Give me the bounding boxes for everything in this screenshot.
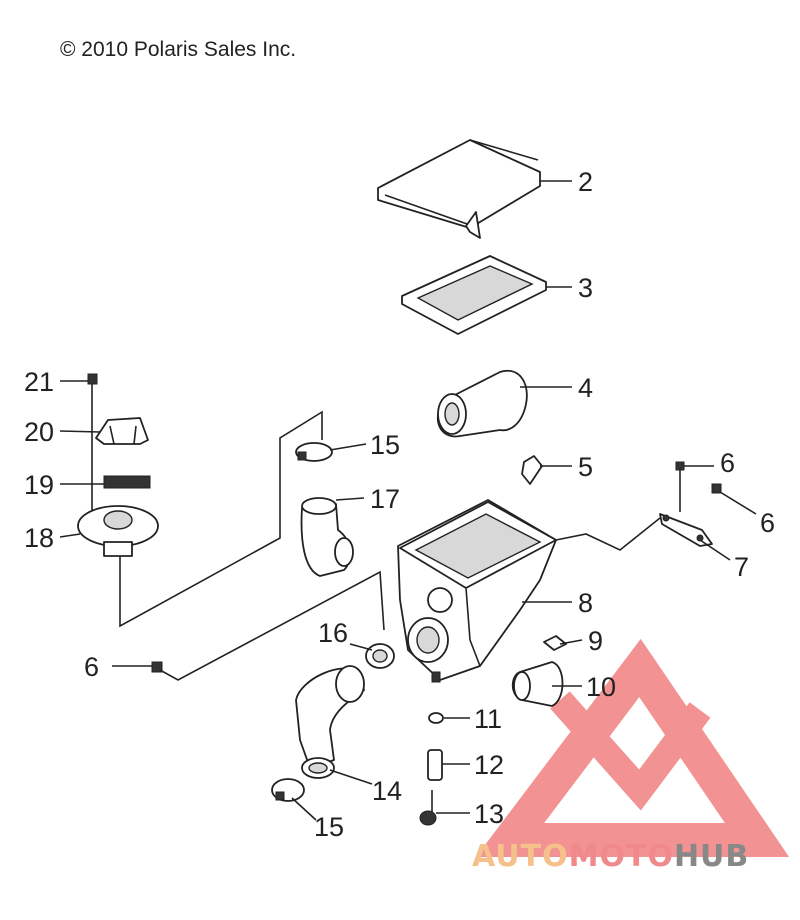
callout-6-top: 6 [720, 448, 735, 478]
callout-14: 14 [372, 776, 402, 806]
part-16-clamp [365, 643, 395, 669]
callout-6-right: 6 [760, 508, 775, 538]
callout-11: 11 [474, 704, 502, 734]
watermark-text: AUTOMOTOHUB [472, 839, 749, 874]
callout-15-upper: 15 [370, 430, 400, 460]
part-6-screw-right [711, 483, 722, 494]
watermark-hub: HUB [674, 839, 749, 874]
part-21-screw [87, 373, 98, 520]
callout-15-lower: 15 [314, 812, 344, 842]
callout-19: 19 [24, 470, 54, 500]
callout-13: 13 [474, 799, 504, 829]
callout-5: 5 [578, 452, 593, 482]
part-6-screw-top [675, 461, 685, 512]
callout-8: 8 [578, 588, 593, 618]
callout-17: 17 [370, 484, 400, 514]
part-12-drain-tube [427, 749, 443, 781]
part-4-prefilter [436, 369, 528, 438]
part-17-elbow [300, 497, 354, 577]
watermark-moto: MOTO [569, 839, 674, 874]
callout-labels: 2 3 4 5 6 6 6 7 8 9 10 11 12 13 14 15 15… [24, 167, 775, 842]
watermark-auto: AUTO [472, 839, 569, 874]
callout-10: 10 [586, 672, 616, 702]
part-5-clip [521, 455, 543, 485]
part-14-inlet-duct [295, 665, 365, 779]
callout-7: 7 [734, 552, 749, 582]
copyright-notice: © 2010 Polaris Sales Inc. [60, 38, 297, 61]
part-3-air-filter [401, 255, 547, 335]
callout-16: 16 [318, 618, 348, 648]
callout-3: 3 [578, 273, 593, 303]
part-20-cap [95, 417, 149, 445]
callout-2: 2 [578, 167, 593, 197]
part-15-clamp-upper [295, 442, 333, 462]
callout-4: 4 [578, 373, 593, 403]
part-2-airbox-cover [377, 139, 541, 239]
callout-21: 21 [24, 367, 54, 397]
callout-6-left: 6 [84, 652, 99, 682]
watermark-logo-icon [475, 638, 790, 857]
part-11-clamp [428, 712, 444, 724]
callout-leaders [59, 180, 757, 821]
callout-12: 12 [474, 750, 504, 780]
callout-9: 9 [588, 626, 603, 656]
part-15-clamp-lower [271, 778, 305, 802]
callout-18: 18 [24, 523, 54, 553]
part-13-plug [419, 790, 437, 826]
part-8-airbox [397, 499, 557, 683]
part-7-bracket [659, 513, 713, 547]
part-18-base [77, 505, 159, 557]
part-9-grommet [543, 635, 567, 651]
part-10-coupler [511, 661, 564, 707]
callout-20: 20 [24, 417, 54, 447]
part-6-screw-left [151, 661, 163, 673]
part-19-screen [103, 475, 151, 489]
